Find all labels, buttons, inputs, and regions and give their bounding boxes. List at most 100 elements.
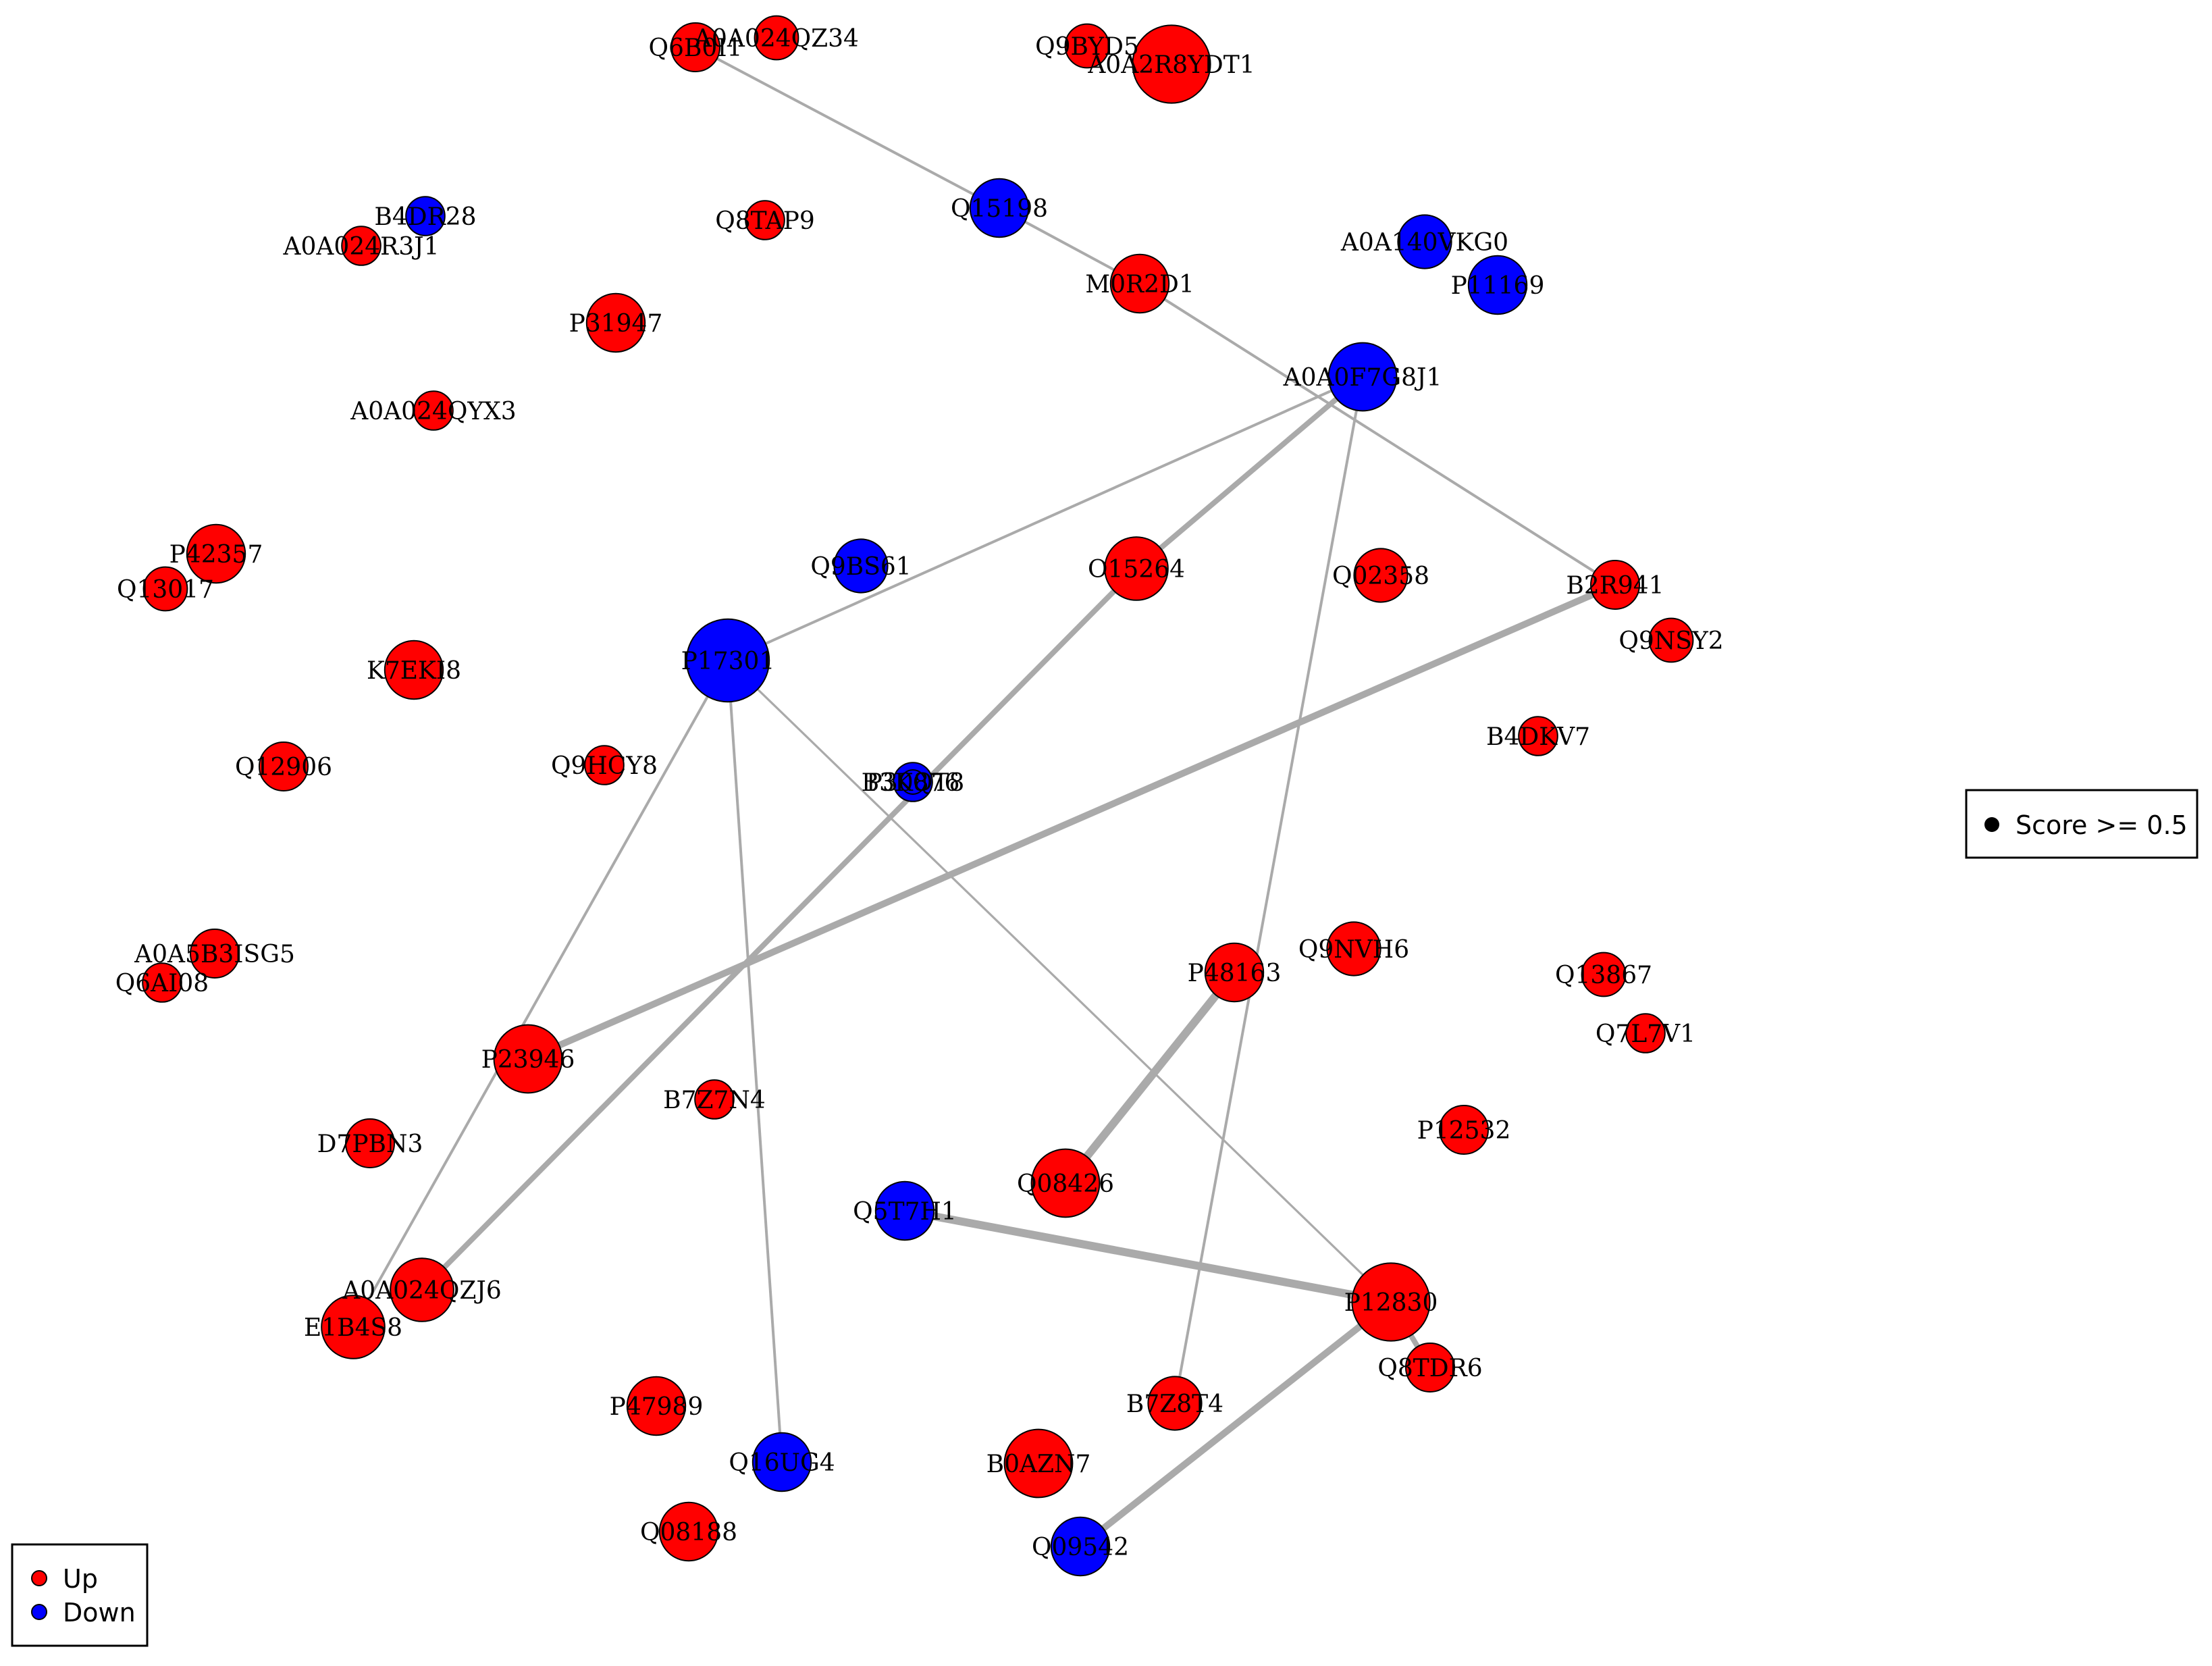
edge-a0a0f7g8j1-o15264 [1134,374,1365,571]
node-label-a0a024qyx3: A0A024QYX3 [350,398,516,425]
node-b4dkv7[interactable] [1518,716,1558,756]
edge-m0r2d1-b2r941 [1138,282,1616,586]
node-label-e1b4s8: E1B4S8 [304,1314,402,1342]
node-d7pbn3[interactable] [345,1118,395,1168]
node-q8tdr6[interactable] [1405,1343,1455,1392]
node-label-p17301: P17301 [681,648,775,675]
node-q13867[interactable] [1581,952,1627,997]
node-q09542[interactable] [1050,1516,1111,1577]
node-label-p30876: P30876 [866,769,960,797]
node-q9bs61[interactable] [833,538,889,594]
node-label-q13017: Q13017 [117,576,214,604]
node-p12830[interactable] [1351,1262,1431,1342]
node-k7eki8[interactable] [384,640,444,700]
node-q9hcy8[interactable] [584,745,625,785]
edge-o15264-a0a024qzj6 [420,567,1138,1292]
node-a0a0f7g8j1[interactable] [1327,342,1398,412]
node-p48163[interactable] [1204,942,1265,1003]
node-label-q6b0i1: Q6B0I1 [649,34,743,62]
node-b4dr28[interactable] [405,196,446,236]
node-label-q9byd5: Q9BYD5 [1035,33,1139,61]
edge-p12830-q09542 [1078,1299,1394,1549]
node-q9byd5[interactable] [1064,23,1110,69]
node-p11169[interactable] [1467,255,1528,315]
node-label-q9nvh6: Q9NVH6 [1298,936,1409,964]
score-legend-label: Score >= 0.5 [2016,810,2188,840]
node-e1b4s8[interactable] [321,1295,386,1359]
node-a0a024qyx3[interactable] [413,390,454,431]
node-a0a024qz34[interactable] [754,15,799,61]
node-q12906[interactable] [259,741,309,791]
node-p17301[interactable] [685,618,770,703]
group-legend-box [11,1543,149,1647]
edge-a0a0f7g8j1-p17301 [727,375,1363,662]
node-a0a024r3j1[interactable] [341,226,381,266]
node-label-d7pbn3: D7PBN3 [317,1130,423,1158]
node-label-q08426: Q08426 [1017,1170,1114,1198]
node-m0r2d1[interactable] [1109,253,1170,314]
node-label-a0a024r3j1: A0A024R3J1 [283,233,440,261]
edge-p17301-p12830 [727,659,1392,1303]
node-p31947[interactable] [585,292,646,353]
node-label-q13867: Q13867 [1555,962,1652,989]
node-label-a0a024qzj6: A0A024QZJ6 [342,1277,501,1305]
group-legend: Up Down [11,1543,149,1647]
node-label-q9bs61: Q9BS61 [810,553,911,581]
node-q9nvh6[interactable] [1326,921,1381,977]
node-q08188[interactable] [658,1501,719,1562]
node-label-q02358: Q02358 [1332,563,1429,590]
node-p42357[interactable] [186,523,246,584]
node-label-b0azn7: B0AZN7 [986,1451,1091,1478]
score-legend-dot-icon [1984,817,1999,832]
node-q13017[interactable] [142,566,188,612]
node-label-a0a0f7g8j1: A0A0F7G8J1 [1283,364,1442,392]
node-label-q12906: Q12906 [235,754,332,781]
node-q6ai08[interactable] [142,962,182,1003]
node-label-a0a2r8ydt1: A0A2R8YDT1 [1087,51,1255,79]
node-b0azn7[interactable] [1003,1428,1074,1499]
node-o15264[interactable] [1104,536,1169,601]
legend-up-label: Up [63,1564,98,1594]
edge-a0a0f7g8j1-b7z8t4 [1174,376,1364,1404]
network-nodes [142,15,1694,1577]
node-q02358[interactable] [1353,548,1408,603]
node-label-p12830: P12830 [1344,1289,1438,1317]
node-a0a5b3isg5[interactable] [190,929,240,979]
network-edges [352,46,1616,1549]
node-a0a140vkg0[interactable] [1397,214,1452,269]
node-q8tap9[interactable] [745,200,785,240]
node-b2r941[interactable] [1590,560,1640,610]
node-q08426[interactable] [1030,1148,1101,1218]
node-label-a0a5b3isg5: A0A5B3ISG5 [134,941,295,968]
node-label-p47989: P47989 [610,1393,704,1421]
node-label-b7z8t4: B7Z8T4 [1126,1390,1223,1418]
node-label-q6ai08: Q6AI08 [115,970,209,997]
node-q5t7h1[interactable] [874,1180,935,1241]
node-label-k7eki8: K7EKI8 [367,657,461,685]
node-label-q09542: Q09542 [1032,1534,1129,1561]
node-a0a024qzj6[interactable] [390,1257,454,1322]
node-q15198[interactable] [969,178,1030,238]
node-label-b7z7n4: B7Z7N4 [663,1087,766,1114]
node-p23946[interactable] [493,1024,563,1094]
node-label-p48163: P48163 [1188,960,1282,987]
node-label-a0a024qz34: A0A024QZ34 [693,25,859,53]
node-q6b0i1[interactable] [670,22,720,72]
node-b7z7n4[interactable] [694,1079,735,1120]
node-q16ug4[interactable] [752,1432,812,1492]
node-b7z8t4[interactable] [1147,1376,1203,1431]
node-q9nsy2[interactable] [1648,617,1694,663]
node-label-q16ug4: Q16UG4 [729,1449,835,1477]
node-p12532[interactable] [1439,1105,1489,1155]
node-label-q9hcy8: Q9HCY8 [551,752,658,780]
node-p47989[interactable] [626,1376,687,1436]
node-label-p11169: P11169 [1451,272,1545,300]
node-q7l7v1[interactable] [1625,1013,1666,1053]
score-legend-box [1965,789,2198,859]
node-a0a2r8ydt1[interactable] [1132,24,1211,104]
edge-p17301-e1b4s8 [352,660,729,1328]
edge-p48163-q08426 [1062,970,1238,1186]
node-p30876[interactable] [900,769,926,795]
node-label-o15264: O15264 [1088,556,1185,583]
